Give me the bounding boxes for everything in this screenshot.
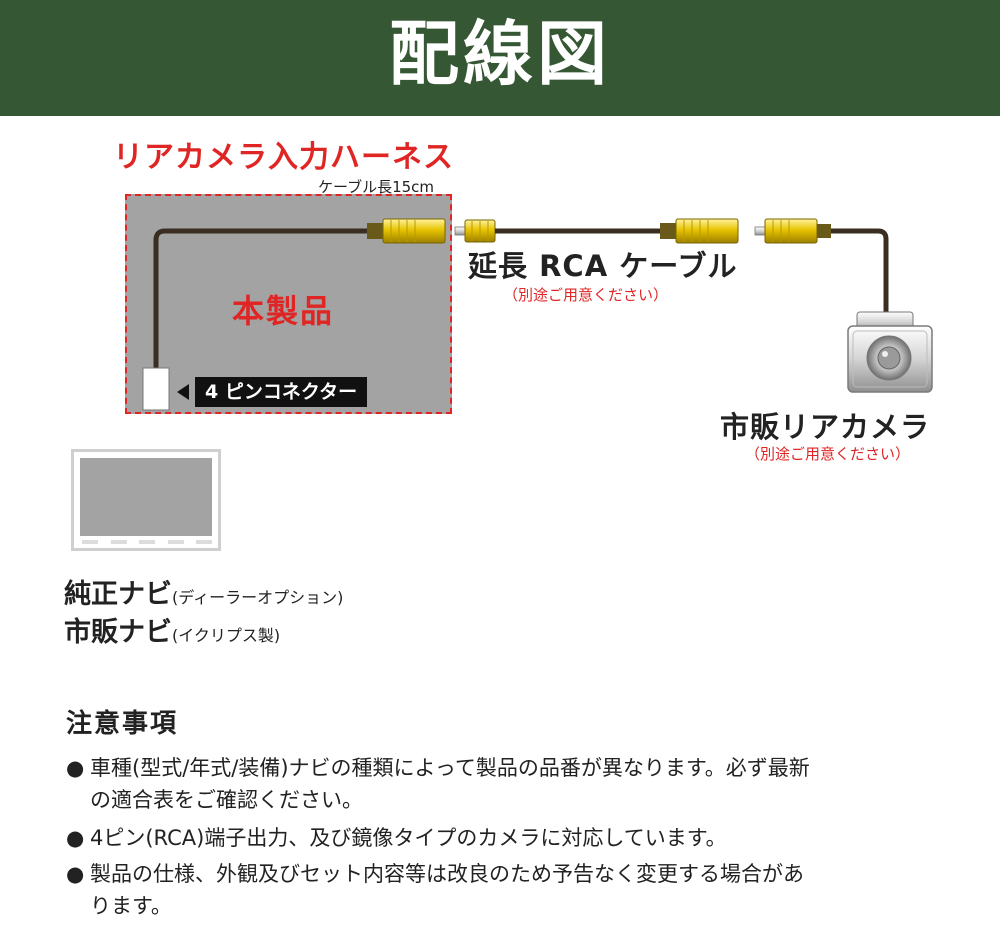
navi-item-genuine: 純正ナビ(ディーラーオプション) [64,572,343,611]
camera-note: （別途ご用意ください） [745,445,911,463]
product-label: 本製品 [232,292,335,330]
harness-cable [153,228,370,370]
connector-arrow-icon [177,384,189,400]
harness-rca-female [367,218,446,244]
note-text-continued: ります。 [90,894,172,918]
extension-cable-note: （別途ご用意ください） [503,286,669,304]
extension-cable-label: 延長 RCA ケーブル [468,249,738,283]
camera-cable [831,228,889,322]
note-text-continued: の適合表をご確認ください。 [90,788,363,812]
note-text: 製品の仕様、外観及びセット内容等は改良のため予告なく変更する場合があ [90,862,804,886]
note-item: ●4ピン(RCA)端子出力、及び鏡像タイプのカメラに対応しています。 [66,822,946,854]
camera-label: 市販リアカメラ [720,410,931,444]
bullet-icon: ● [66,862,85,886]
note-item: ●製品の仕様、外観及びセット内容等は改良のため予告なく変更する場合があ ります。 [66,858,946,922]
note-item: ●車種(型式/年式/装備)ナビの種類によって製品の品番が異なります。必ず最新 の… [66,752,946,816]
header-banner [0,0,1000,116]
navi-main-label: 純正ナビ [64,579,172,610]
four-pin-connector [142,367,170,411]
navi-sub-label: (イクリプス製) [172,626,281,645]
extension-rca-female-right [660,218,739,244]
monitor-screen [80,458,212,536]
extension-rca-male-left [454,219,496,243]
bullet-icon: ● [66,756,85,780]
notes-title: 注意事項 [66,709,179,739]
note-text: 車種(型式/年式/装備)ナビの種類によって製品の品番が異なります。必ず最新 [90,756,810,780]
connector-label: 4 ピンコネクター [195,377,368,407]
navi-main-label: 市販ナビ [64,617,172,648]
bullet-icon: ● [66,826,85,850]
harness-title: リアカメラ入力ハーネス [113,140,454,175]
rear-camera-icon [847,311,933,393]
note-text: 4ピン(RCA)端子出力、及び鏡像タイプのカメラに対応しています。 [90,826,727,850]
harness-length-note: ケーブル長15cm [318,178,435,196]
navi-sub-label: (ディーラーオプション) [172,588,344,607]
camera-rca-male [754,218,831,244]
navi-item-aftermarket: 市販ナビ(イクリプス製) [64,610,280,649]
page-title: 配線図 [389,13,611,95]
monitor-buttons [82,540,212,545]
navi-monitor-icon [71,449,221,551]
